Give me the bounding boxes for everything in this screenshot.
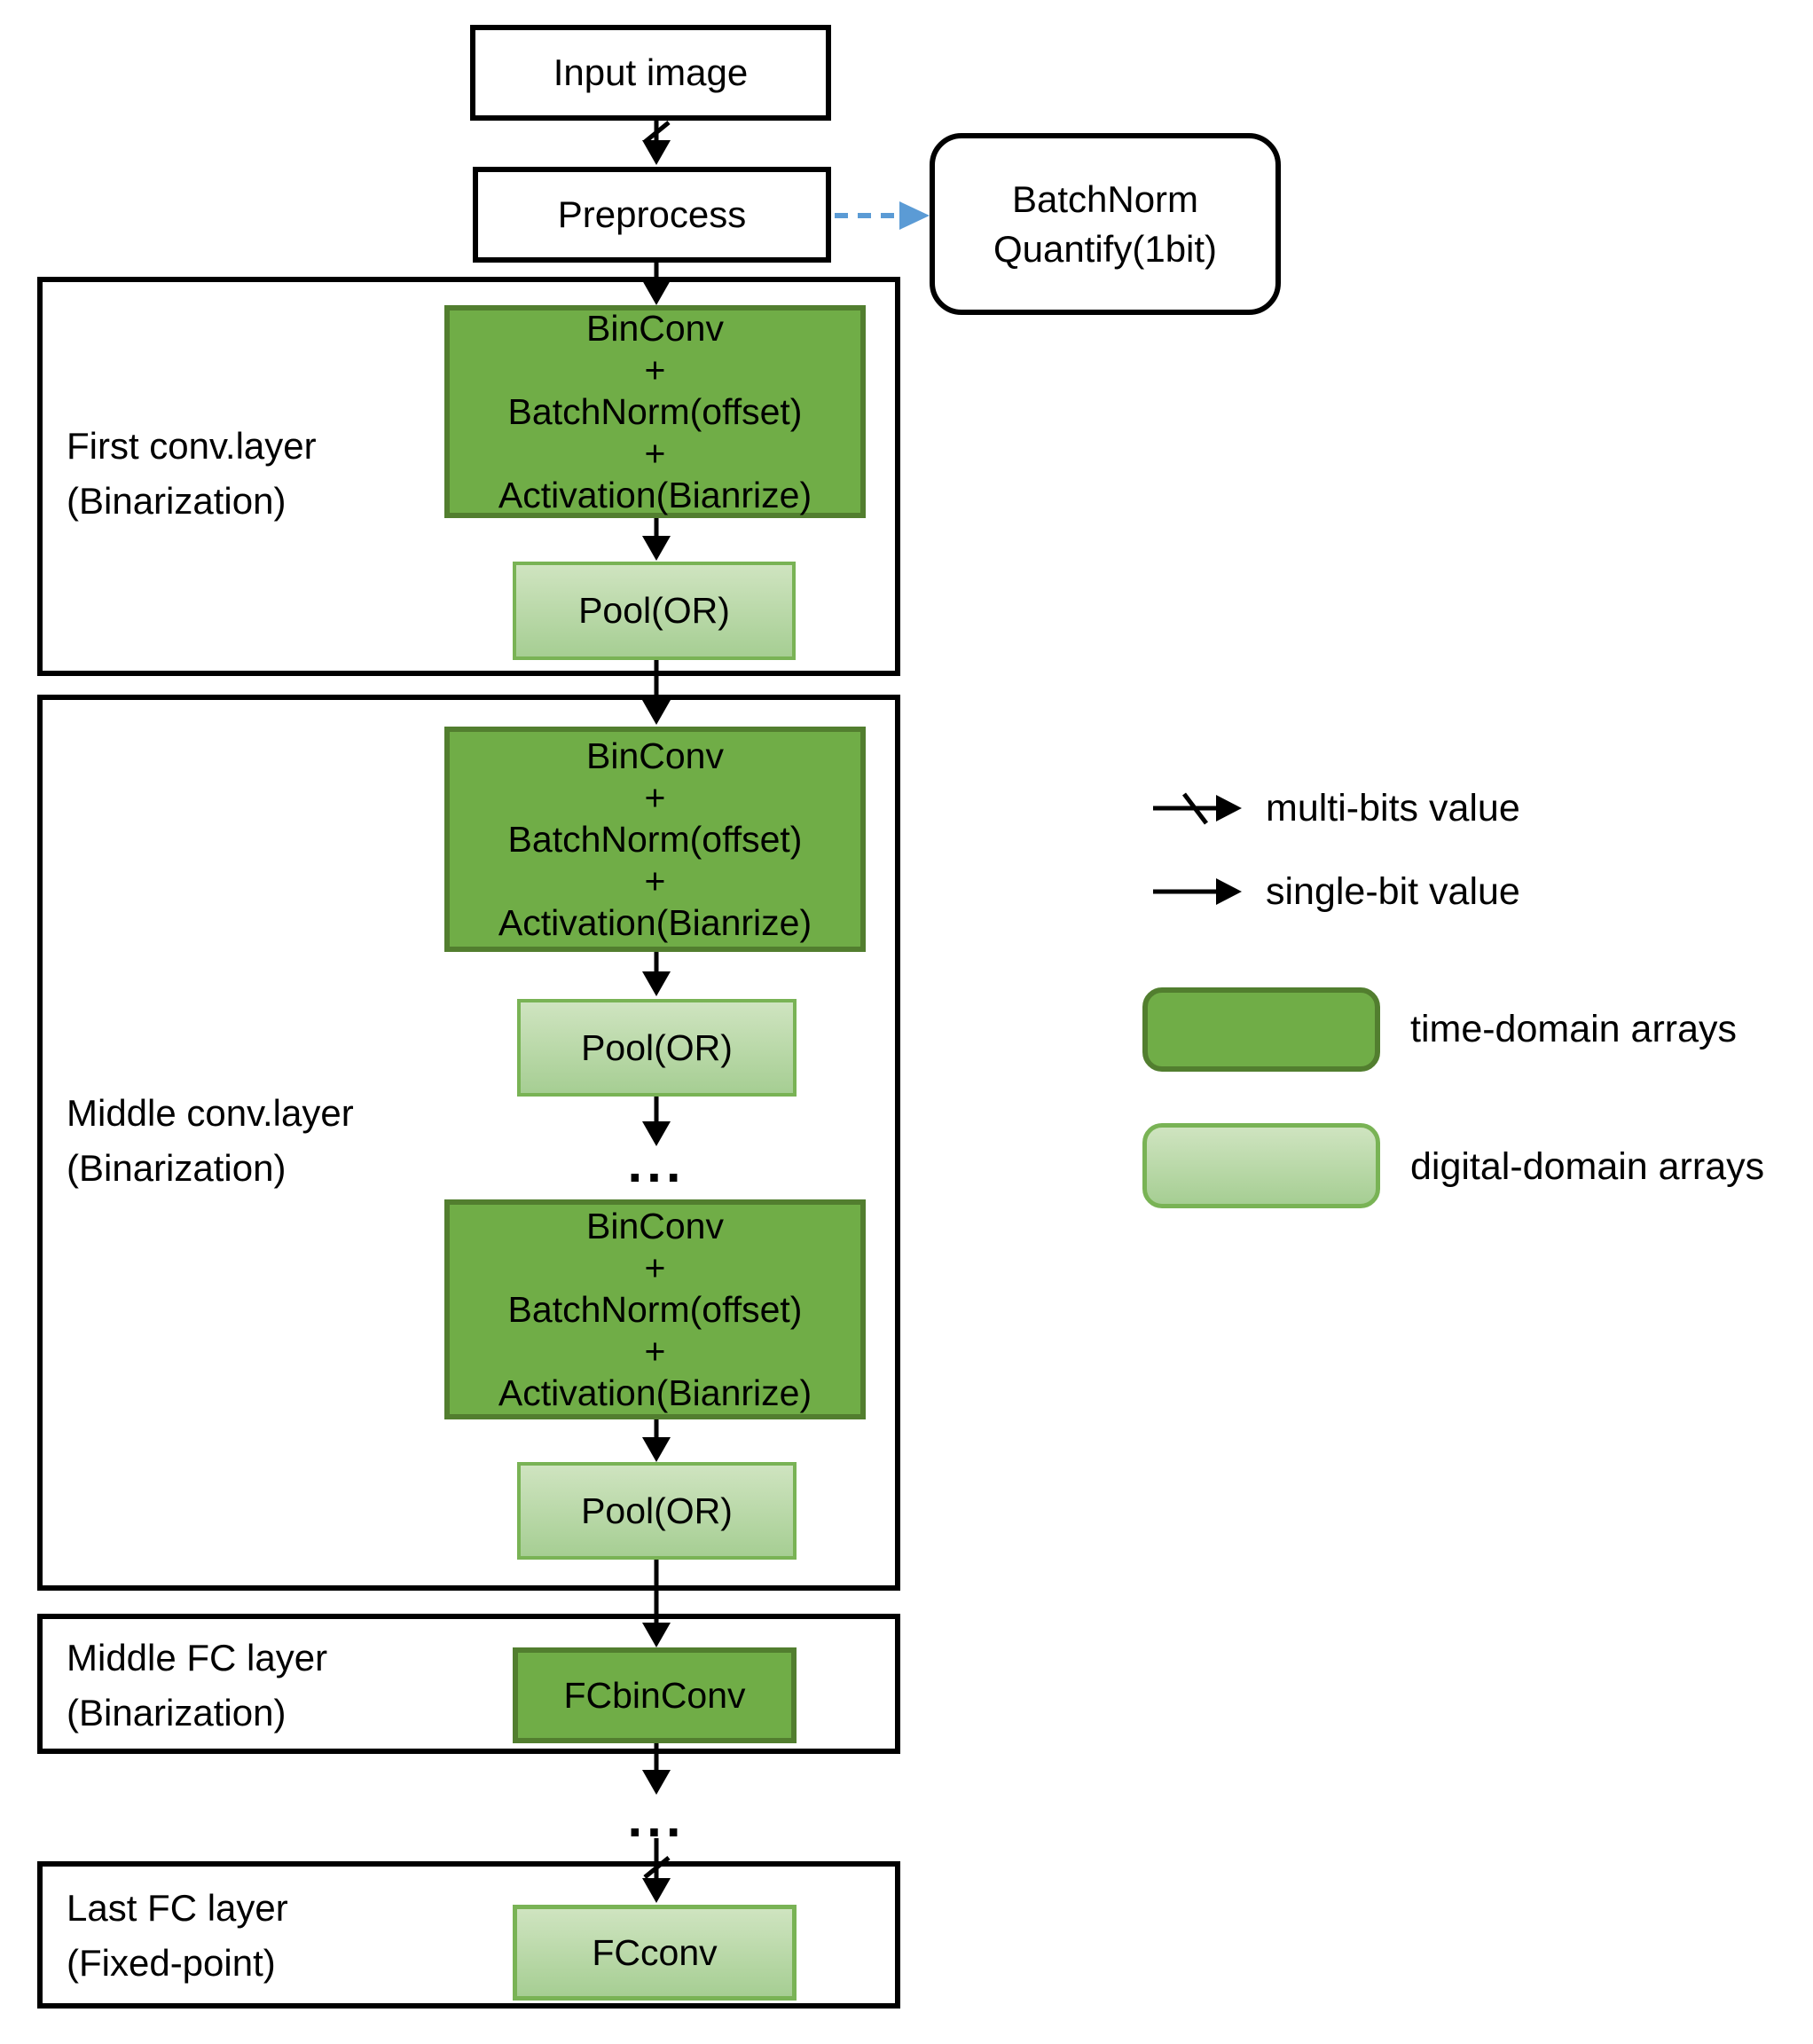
legend-digital-domain-label: digital-domain arrays xyxy=(1410,1145,1765,1188)
pool1-label: Pool(OR) xyxy=(578,590,730,631)
node-fcbinconv: FCbinConv xyxy=(513,1647,797,1743)
group-last-fc-layer-label-line1: Last FC layer xyxy=(67,1887,288,1929)
group-first-conv-layer-label: First conv.layer (Binarization) xyxy=(67,419,317,529)
node-fcconv: FCconv xyxy=(513,1905,797,2001)
node-input-image-label: Input image xyxy=(553,51,749,93)
group-middle-fc-layer-label-line2: (Binarization) xyxy=(67,1692,286,1733)
group-middle-fc-layer-label-line1: Middle FC layer xyxy=(67,1637,328,1678)
legend-time-domain-swatch xyxy=(1142,987,1380,1072)
group-middle-conv-layer xyxy=(37,695,900,1591)
binconv2-line2: + xyxy=(644,776,666,818)
arrow-input-to-preprocess-multibit xyxy=(642,121,671,165)
binconv3-line3: BatchNorm(offset) xyxy=(507,1288,803,1330)
legend-multi-bits-arrow-icon xyxy=(1153,792,1242,825)
binconv1-line2: + xyxy=(644,349,666,390)
legend-single-bit-arrow-icon xyxy=(1153,878,1242,905)
node-input-image: Input image xyxy=(470,25,831,121)
pool2-label: Pool(OR) xyxy=(581,1026,733,1068)
binconv1-line3: BatchNorm(offset) xyxy=(507,390,803,432)
group-last-fc-layer-label: Last FC layer (Fixed-point) xyxy=(67,1881,288,1991)
ellipsis-middle-conv: ... xyxy=(627,1134,686,1193)
group-middle-conv-layer-label-line1: Middle conv.layer xyxy=(67,1092,354,1134)
node-pool-2: Pool(OR) xyxy=(517,999,797,1097)
legend-time-domain-label: time-domain arrays xyxy=(1410,1008,1737,1050)
binconv1-line1: BinConv xyxy=(586,307,724,349)
binconv2-line3: BatchNorm(offset) xyxy=(507,818,803,860)
node-preprocess-label: Preprocess xyxy=(557,193,747,235)
group-middle-conv-layer-label: Middle conv.layer (Binarization) xyxy=(67,1086,354,1196)
binconv2-line5: Activation(Bianrize) xyxy=(498,901,812,943)
pool3-label: Pool(OR) xyxy=(581,1490,733,1531)
fcbinconv-label: FCbinConv xyxy=(563,1674,746,1716)
node-binconv-block-3: BinConv + BatchNorm(offset) + Activation… xyxy=(444,1199,866,1419)
node-batchnorm-quantify: BatchNorm Quantify(1bit) xyxy=(930,133,1281,315)
binconv3-line2: + xyxy=(644,1246,666,1288)
binconv1-line5: Activation(Bianrize) xyxy=(498,474,812,515)
ellipsis-fc: ... xyxy=(627,1788,686,1848)
group-last-fc-layer xyxy=(37,1861,900,2009)
node-preprocess: Preprocess xyxy=(473,167,831,263)
node-binconv-block-1: BinConv + BatchNorm(offset) + Activation… xyxy=(444,305,866,518)
legend-digital-domain-swatch xyxy=(1142,1123,1380,1208)
group-middle-conv-layer-label-line2: (Binarization) xyxy=(67,1147,286,1189)
node-pool-3: Pool(OR) xyxy=(517,1462,797,1560)
fcconv-label: FCconv xyxy=(592,1931,718,1973)
group-first-conv-layer-label-line1: First conv.layer xyxy=(67,425,317,467)
group-first-conv-layer xyxy=(37,277,900,676)
node-batchnorm-quantify-line1: BatchNorm xyxy=(1011,177,1199,220)
legend-multi-bits-label: multi-bits value xyxy=(1266,787,1520,829)
binconv3-line5: Activation(Bianrize) xyxy=(498,1372,812,1413)
node-binconv-block-2: BinConv + BatchNorm(offset) + Activation… xyxy=(444,727,866,952)
arrow-preprocess-to-batchnorm-dashed xyxy=(835,201,930,230)
binconv2-line4: + xyxy=(644,860,666,901)
group-middle-fc-layer-label: Middle FC layer (Binarization) xyxy=(67,1631,327,1741)
binconv1-line4: + xyxy=(644,432,666,474)
node-pool-1: Pool(OR) xyxy=(513,562,796,660)
node-batchnorm-quantify-line2: Quantify(1bit) xyxy=(993,227,1218,270)
group-last-fc-layer-label-line2: (Fixed-point) xyxy=(67,1942,276,1984)
binconv2-line1: BinConv xyxy=(586,735,724,776)
legend-single-bit-label: single-bit value xyxy=(1266,870,1520,913)
group-middle-fc-layer xyxy=(37,1614,900,1754)
group-first-conv-layer-label-line2: (Binarization) xyxy=(67,480,286,522)
binconv3-line4: + xyxy=(644,1330,666,1372)
binconv3-line1: BinConv xyxy=(586,1205,724,1246)
